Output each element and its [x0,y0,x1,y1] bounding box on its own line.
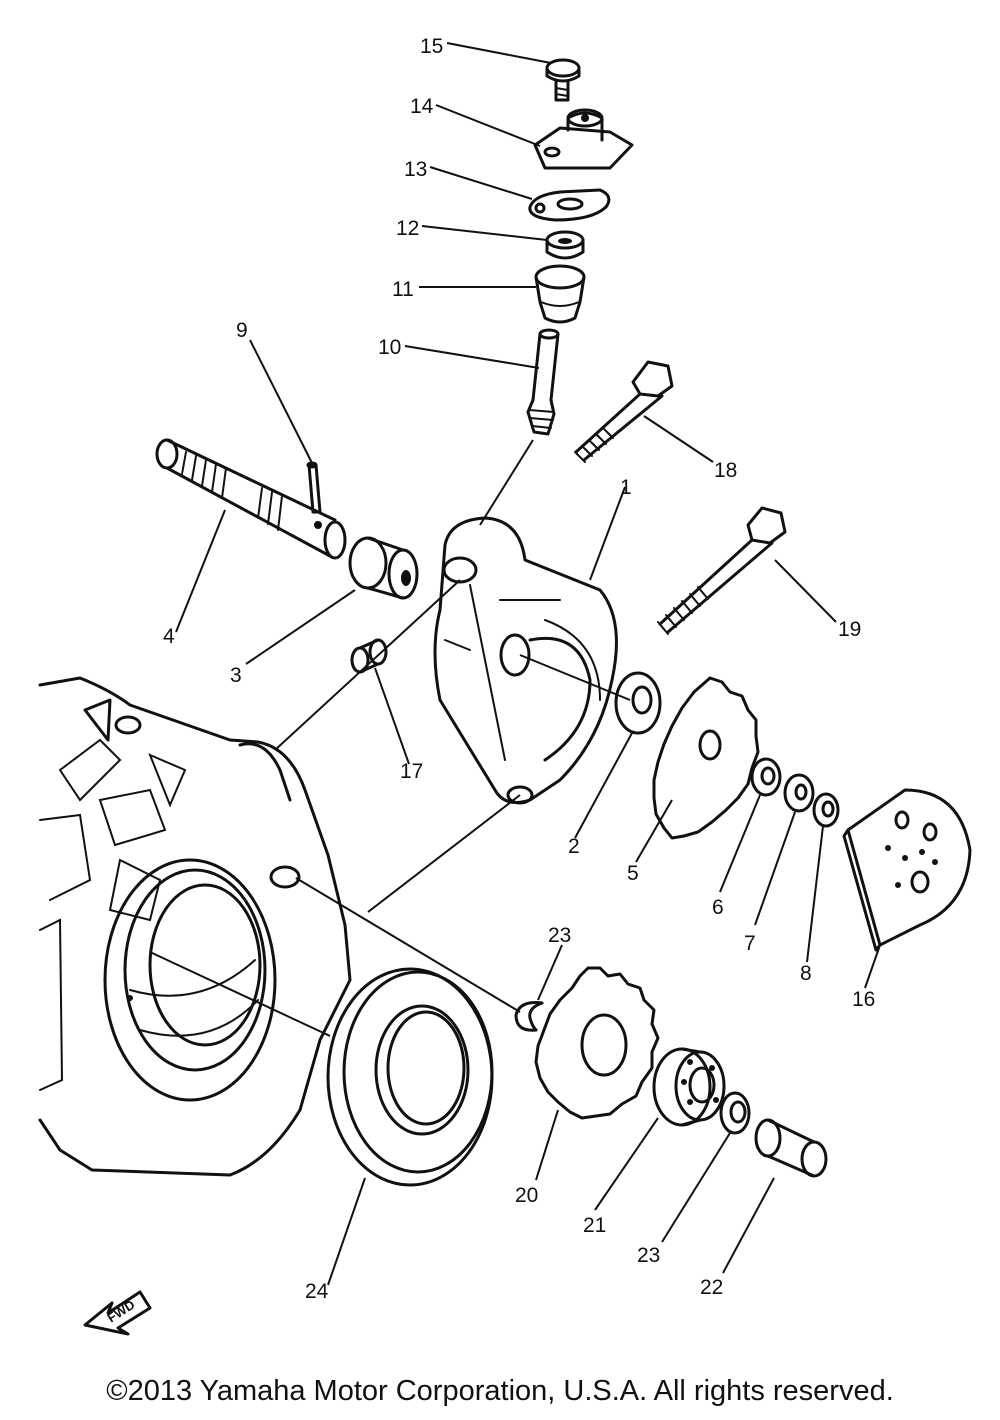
callouts: 15 14 13 12 11 10 9 18 1 19 4 3 17 2 5 6… [163,35,875,1303]
part-16-cover [842,788,972,952]
part-20-gear [534,966,660,1120]
callout-2: 2 [568,835,580,858]
callout-23-upper: 23 [548,924,571,947]
callout-23-lower: 23 [637,1244,660,1267]
callout-11: 11 [392,278,414,301]
callout-15: 15 [420,35,443,58]
callout-7: 7 [744,932,756,955]
callout-10: 10 [378,336,401,359]
part-3-collar [348,536,419,600]
callout-14: 14 [410,95,434,118]
callout-5: 5 [627,862,639,885]
callout-13: 13 [404,158,427,181]
part-7-washer [783,773,815,813]
part-6-nut [750,757,782,797]
part-23-circlip-upper [514,1001,544,1032]
callout-17: 17 [400,760,423,783]
part-21-bearing [652,1047,726,1127]
part-9-pin [306,461,322,514]
callout-9: 9 [236,319,248,342]
callout-6: 6 [712,896,724,919]
part-12-oil-seal [545,230,585,260]
part-22-shaft [754,1118,828,1178]
callout-8: 8 [800,962,812,985]
callout-3: 3 [230,664,242,687]
copyright-notice: ©2013 Yamaha Motor Corporation, U.S.A. A… [106,1375,894,1407]
part-5-sprocket [652,676,760,840]
part-24-ring [326,967,494,1187]
callout-19: 19 [838,618,861,641]
assembly-lines [149,439,631,1037]
forward-label: FWD [104,1297,137,1326]
part-2-washer [614,671,662,735]
callout-21: 21 [583,1214,606,1237]
part-18-bolt [574,360,674,463]
callout-20: 20 [515,1184,538,1207]
leader-lines [175,42,881,1286]
callout-22: 22 [700,1276,723,1299]
callout-1: 1 [620,476,632,499]
forward-arrow-icon: FWD [83,1290,152,1336]
part-14-gear-housing [533,108,634,170]
callout-12: 12 [396,217,419,240]
part-17-dowel [350,638,388,674]
part-13-gasket [528,188,611,222]
exploded-parts-diagram: FWD 15 [38,35,972,1336]
crankcase [38,676,352,1177]
callout-24: 24 [305,1280,329,1303]
part-15-screw [545,58,581,102]
part-1-housing [433,516,618,805]
callout-18: 18 [714,459,737,482]
part-19-bolt [657,506,787,635]
part-8-lockwasher [812,792,840,828]
part-4-shaft [155,438,347,560]
callout-16: 16 [852,988,875,1011]
callout-4: 4 [163,625,175,648]
part-11-bushing [534,264,586,324]
part-10-driven-gear [526,328,560,436]
part-23-circlip-lower [719,1091,751,1135]
